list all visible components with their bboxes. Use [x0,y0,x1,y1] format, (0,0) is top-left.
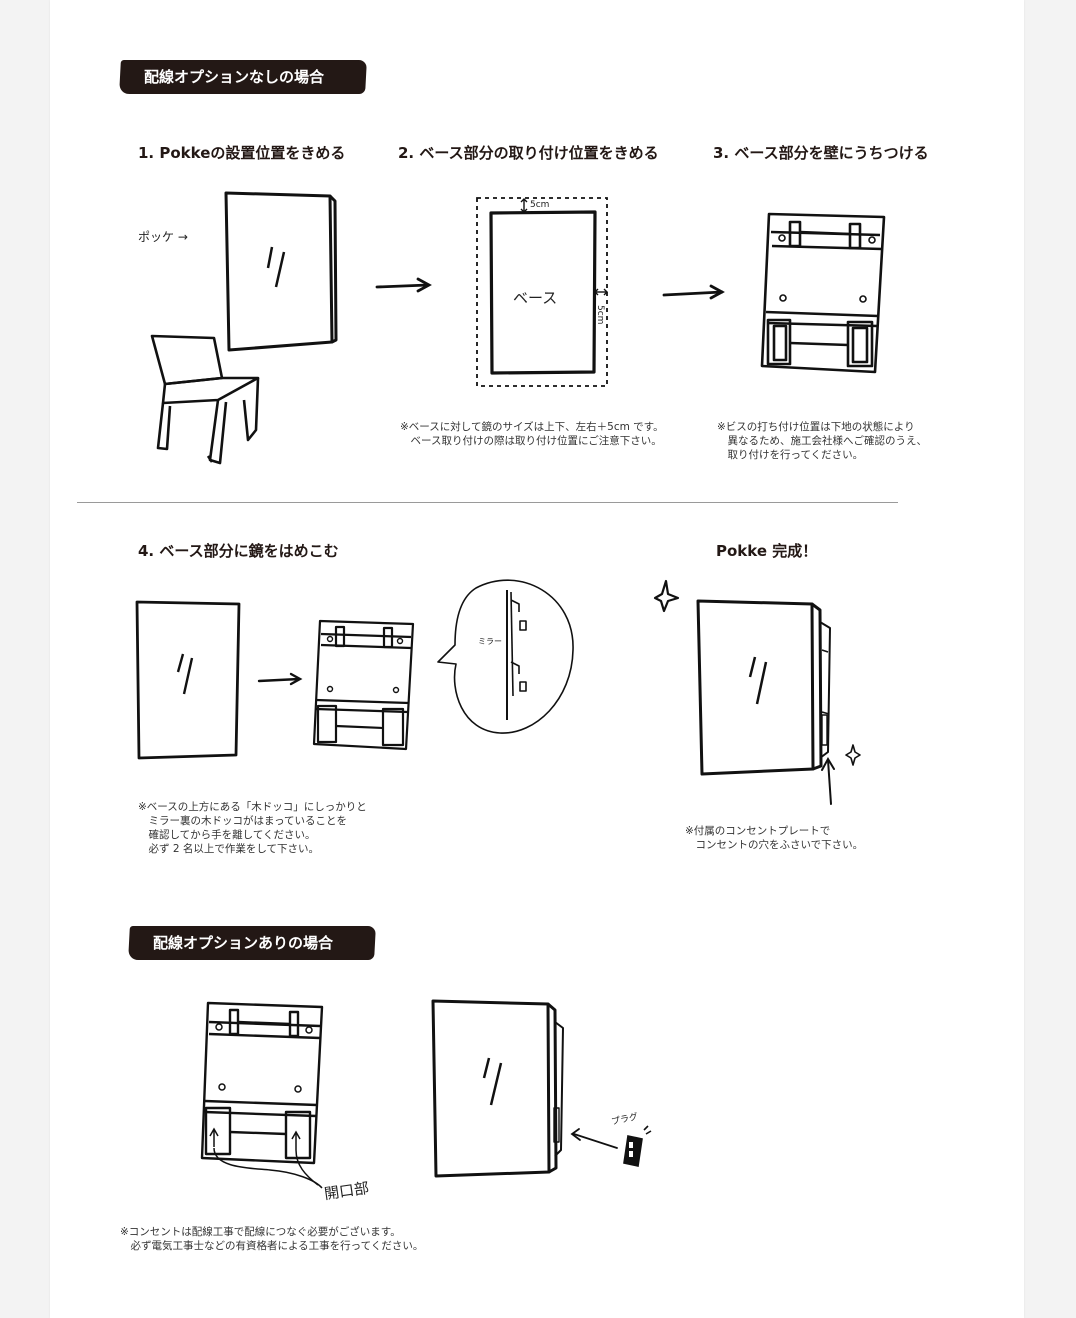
plug-icon [624,1126,651,1166]
five-cm-side-label: 5cm [595,305,605,325]
note-step-4: ※ベースの上方にある「木ドッコ」にしっかりと ミラー裏の木ドッコがはまっているこ… [138,801,367,855]
instruction-sheet [50,0,1024,1318]
step-3-title: 3. ベース部分を壁にうちつける [713,144,929,162]
sparkle-icon [655,581,860,765]
mirror-label: ミラー [478,637,502,646]
step-4-title: 4. ベース部分に鏡をはめこむ [138,542,339,560]
pokke-label: ポッケ → [138,230,188,244]
note-step-2: ※ベースに対して鏡のサイズは上下、左右＋5cm です。 ベース取り付けの際は取り… [400,421,664,447]
section-divider [77,502,898,503]
complete-title: Pokke 完成！ [716,542,818,560]
step-2-title: 2. ベース部分の取り付け位置をきめる [398,144,659,162]
step-1-title: 1. Pokkeの設置位置をきめる [138,144,346,162]
note-wiring: ※コンセントは配線工事で配線につなぐ必要がございます。 必ず電気工事士などの有資… [120,1226,424,1252]
base-label: ベース [513,289,558,307]
note-step-3: ※ビスの打ち付け位置は下地の状態により 異なるため、施工会社様へご確認のうえ、 … [717,421,927,461]
note-complete: ※付属のコンセントプレートで コンセントの穴をふさいで下さい。 [685,825,864,851]
five-cm-top-label: 5cm [530,200,550,210]
